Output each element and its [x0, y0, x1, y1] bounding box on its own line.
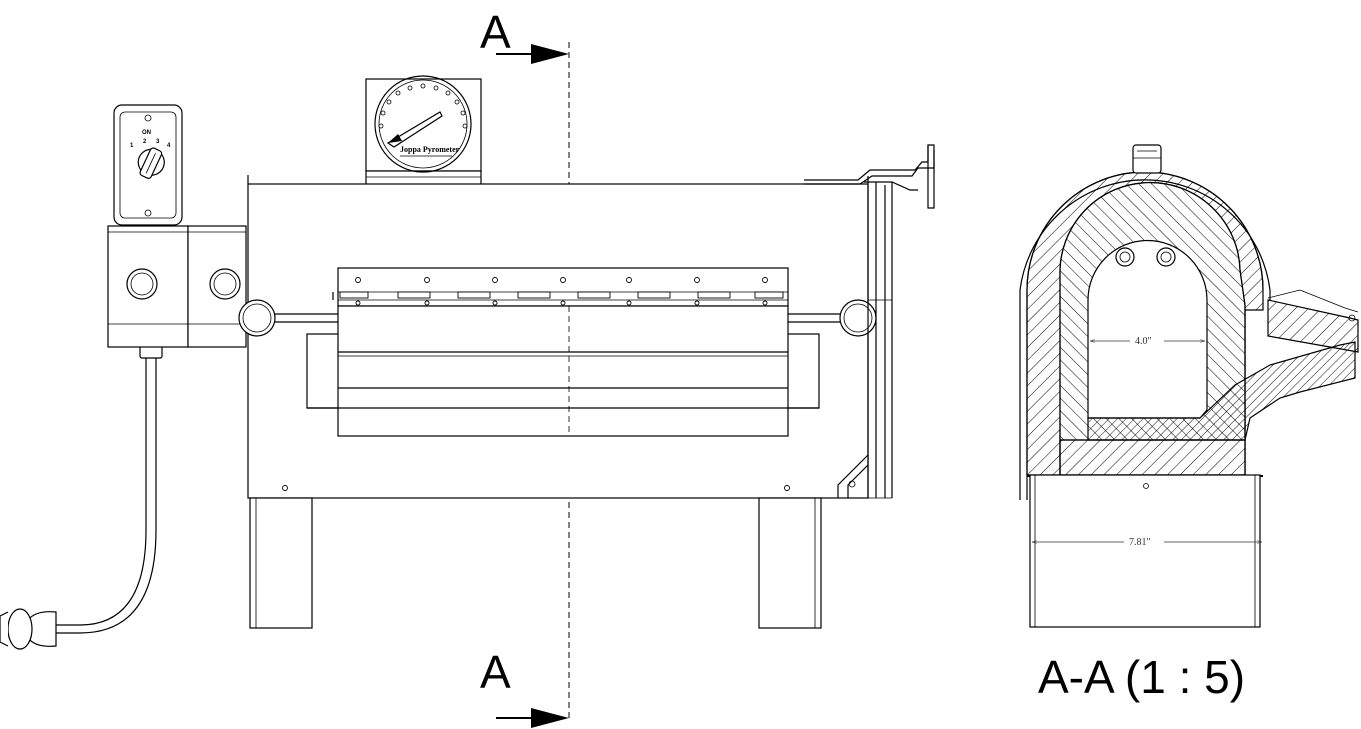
pyrometer-tick-marks	[378, 83, 468, 129]
switch-position-1: 1	[130, 143, 134, 149]
switch-knob-icon[interactable]	[133, 144, 169, 182]
switch-position-4: 4	[167, 143, 171, 149]
kiln-leg-left	[249, 497, 313, 629]
dimension-outer-width-label: 7.81"	[1129, 537, 1151, 548]
dimension-inner-width-label: 4.0"	[1135, 336, 1152, 347]
switch-position-2: 2	[143, 139, 147, 145]
power-cord	[50, 345, 163, 634]
section-letter-bottom: A	[480, 646, 511, 698]
kiln-leg-right	[758, 497, 822, 629]
section-marker-bottom: A	[480, 646, 569, 728]
power-plug	[0, 608, 57, 650]
section-letter-top: A	[480, 6, 511, 58]
pyrometer-brand: Joppa Pyrometer	[400, 145, 460, 154]
junction-box-left	[107, 225, 189, 348]
body-screws	[282, 485, 790, 491]
door-hinge-assembly	[332, 267, 789, 307]
door-panel	[306, 305, 820, 437]
door-latch-bracket	[804, 144, 935, 499]
dimension-outer-width: 7.81"	[1032, 535, 1262, 549]
junction-box-right	[187, 225, 247, 348]
section-view-aa	[1019, 144, 1359, 628]
section-view-caption: A-A (1 : 5)	[1038, 651, 1245, 703]
section-marker-top: A	[480, 6, 569, 64]
switch-on-label: ON	[142, 130, 151, 136]
switch-position-3: 3	[156, 139, 160, 145]
dimension-inner-width: 4.0"	[1090, 334, 1205, 348]
pyrometer-gauge: Joppa Pyrometer	[365, 75, 482, 198]
pyrometer-needle-icon	[386, 111, 443, 148]
infinite-switch-plate: ON 1 2 3 4	[113, 104, 183, 226]
